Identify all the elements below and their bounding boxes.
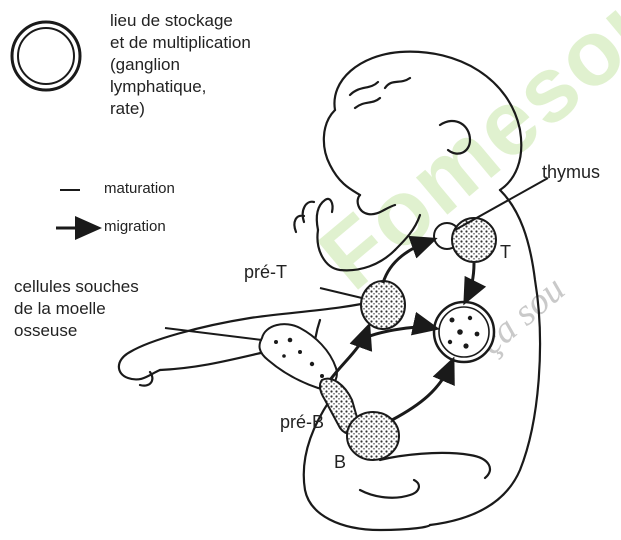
legend-migration-label: migration — [104, 218, 166, 235]
legend-line-2: et de multiplication — [110, 32, 310, 54]
legend-storage-icon — [12, 22, 80, 90]
legend-maturation-label: maturation — [104, 180, 175, 197]
legend-line-5: rate) — [110, 98, 310, 120]
stem-line-1: cellules souches — [14, 276, 139, 298]
stem-line-2: de la moelle — [14, 298, 139, 320]
stem-line-3: osseuse — [14, 320, 139, 342]
thymus-organ — [452, 218, 496, 262]
t-cell-label: T — [500, 242, 511, 263]
legend-storage-label: lieu de stockage et de multiplication (g… — [110, 10, 310, 120]
stem-cells-label: cellules souches de la moelle osseuse — [14, 276, 139, 342]
lymph-node-storage — [434, 302, 494, 362]
thymus-label: thymus — [542, 162, 600, 183]
legend-line-1: lieu de stockage — [110, 10, 310, 32]
pre-t-label: pré-T — [244, 262, 287, 283]
pre-t-organ — [361, 281, 405, 329]
legend-line-3: (ganglion — [110, 54, 310, 76]
b-cell-label: B — [334, 452, 346, 473]
b-organ — [347, 412, 399, 460]
pre-b-label: pré-B — [280, 412, 324, 433]
legend-line-4: lymphatique, — [110, 76, 310, 98]
